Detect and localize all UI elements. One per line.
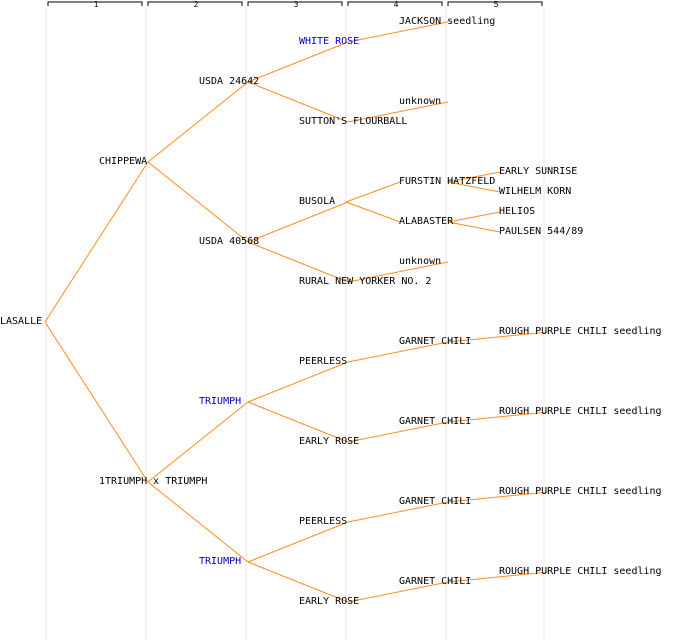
- pedigree-connector: [147, 481, 249, 563]
- generation-header-bracket: [247, 1, 343, 6]
- ancestor-helios[interactable]: HELIOS: [499, 206, 536, 217]
- generation-header-bracket: [147, 1, 243, 6]
- ancestor-early-rose[interactable]: EARLY ROSE: [299, 596, 360, 607]
- generation-header-2: 2: [193, 0, 199, 9]
- grandparent-triumph-link[interactable]: TRIUMPH: [199, 556, 242, 567]
- ancestor-early-rose[interactable]: EARLY ROSE: [299, 436, 360, 447]
- pedigree-connector: [447, 571, 549, 583]
- ancestor-furstin-hatzfeld[interactable]: FURSTIN HATZFELD: [399, 176, 496, 187]
- pedigree-connector: [347, 581, 449, 603]
- ancestor-paulsen-544-89[interactable]: PAULSEN 544/89: [499, 226, 584, 237]
- parent-chippewa[interactable]: CHIPPEWA: [99, 156, 148, 167]
- ancestor-white-rose-link[interactable]: WHITE ROSE: [299, 36, 360, 47]
- pedigree-connector: [447, 211, 501, 223]
- ancestor-jackson-seedling[interactable]: JACKSON seedling: [399, 16, 496, 27]
- pedigree-connector: [347, 341, 449, 363]
- generation-header-bracket: [447, 1, 543, 6]
- pedigree-connector: [447, 171, 501, 183]
- pedigree-connector: [447, 181, 501, 193]
- ancestor-unknown: unknown: [399, 256, 442, 267]
- ancestor-rough-purple-chili-seedling[interactable]: ROUGH PURPLE CHILI seedling: [499, 406, 662, 417]
- pedigree-connector: [247, 521, 349, 563]
- pedigree-connector: [347, 101, 449, 123]
- generation-header-5: 5: [493, 0, 499, 9]
- pedigree-connector: [147, 401, 249, 483]
- pedigree-connector: [247, 201, 349, 243]
- pedigree-connector: [447, 221, 501, 233]
- grandparent-triumph-link[interactable]: TRIUMPH: [199, 396, 242, 407]
- generation-header-bracket: [347, 1, 443, 6]
- pedigree-connector: [147, 81, 249, 163]
- pedigree-connector: [447, 491, 549, 503]
- pedigree-connector: [247, 41, 349, 83]
- pedigree-connector: [345, 201, 401, 223]
- ancestor-unknown: unknown: [399, 96, 442, 107]
- ancestor-rural-new-yorker[interactable]: RURAL NEW YORKER NO. 2: [299, 276, 432, 287]
- pedigree-connector: [44, 321, 149, 483]
- generation-header-3: 3: [293, 0, 299, 9]
- ancestor-garnet-chili[interactable]: GARNET CHILI: [399, 336, 472, 347]
- ancestor-alabaster[interactable]: ALABASTER: [399, 216, 454, 227]
- ancestor-garnet-chili[interactable]: GARNET CHILI: [399, 496, 472, 507]
- ancestor-wilhelm-korn[interactable]: WILHELM KORN: [499, 186, 572, 197]
- pedigree-connector: [347, 261, 449, 283]
- ancestor-busola[interactable]: BUSOLA: [299, 196, 336, 207]
- ancestor-early-sunrise[interactable]: EARLY SUNRISE: [499, 166, 578, 177]
- pedigree-connector: [247, 241, 349, 283]
- root-cultivar[interactable]: LASALLE: [0, 316, 43, 327]
- grandparent-usda-24642[interactable]: USDA 24642: [199, 76, 260, 87]
- pedigree-connector: [447, 331, 549, 343]
- pedigree-connector: [347, 501, 449, 523]
- generation-header-4: 4: [393, 0, 399, 9]
- pedigree-connector: [147, 161, 249, 243]
- pedigree-connector: [347, 21, 449, 43]
- ancestor-rough-purple-chili-seedling[interactable]: ROUGH PURPLE CHILI seedling: [499, 326, 662, 337]
- pedigree-connector: [347, 421, 449, 443]
- pedigree-connector: [247, 81, 349, 123]
- ancestor-rough-purple-chili-seedling[interactable]: ROUGH PURPLE CHILI seedling: [499, 486, 662, 497]
- ancestor-peerless[interactable]: PEERLESS: [299, 516, 348, 527]
- ancestor-garnet-chili[interactable]: GARNET CHILI: [399, 576, 472, 587]
- ancestor-peerless[interactable]: PEERLESS: [299, 356, 348, 367]
- pedigree-connector: [447, 411, 549, 423]
- pedigree-connector: [247, 561, 349, 603]
- ancestor-rough-purple-chili-seedling[interactable]: ROUGH PURPLE CHILI seedling: [499, 566, 662, 577]
- generation-header-bracket: [47, 1, 143, 6]
- parent-triumph-cross[interactable]: 1TRIUMPH x TRIUMPH: [99, 476, 208, 487]
- ancestor-suttons-flourball[interactable]: SUTTON'S FLOURBALL: [299, 116, 408, 127]
- ancestor-garnet-chili[interactable]: GARNET CHILI: [399, 416, 472, 427]
- pedigree-connector: [44, 161, 149, 323]
- grandparent-usda-40568[interactable]: USDA 40568: [199, 236, 260, 247]
- generation-header-1: 1: [93, 0, 99, 9]
- pedigree-connector: [345, 181, 401, 203]
- pedigree-connector: [247, 401, 349, 443]
- pedigree-connector: [247, 361, 349, 403]
